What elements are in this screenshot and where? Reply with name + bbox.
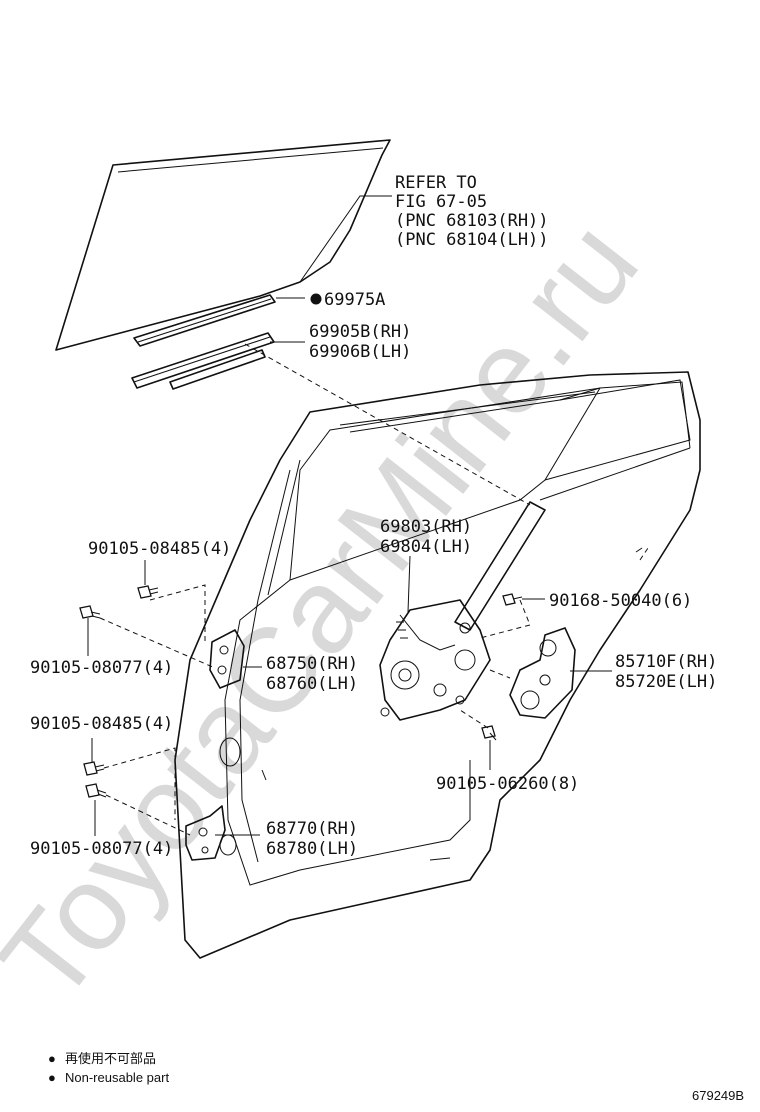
- callout-labels: REFER TO FIG 67-05 (PNC 68103(RH)) (PNC …: [30, 173, 717, 859]
- door-glass: [55, 139, 391, 351]
- non-reusable-marker: [310, 293, 322, 305]
- bolt-motor: [481, 725, 497, 741]
- legend-japanese: 再使用不可部品: [65, 1051, 156, 1066]
- label-upper-hinge-lh: 68760(LH): [266, 674, 358, 694]
- label-bolt-upper-hinge-top: 90105-08485(4): [88, 539, 231, 559]
- bolt-lower-hinge-bottom: [85, 783, 107, 798]
- label-bolt-lower-hinge-top: 90105-08485(4): [30, 714, 173, 734]
- bolt-lower-hinge-top: [83, 761, 105, 776]
- legend-english: Non-reusable part: [65, 1070, 169, 1085]
- label-run-channel-lh: 69906B(LH): [309, 342, 411, 362]
- refer-note-line4: (PNC 68104(LH)): [395, 230, 549, 250]
- label-regulator-rh: 69803(RH): [380, 517, 472, 537]
- upper-door-hinge: [209, 629, 245, 689]
- label-lower-hinge-rh: 68770(RH): [266, 819, 358, 839]
- label-bolt-motor: 90105-06260(8): [436, 774, 579, 794]
- label-motor-rh: 85710F(RH): [615, 652, 717, 672]
- label-bolt-lower-hinge-bottom: 90105-08077(4): [30, 839, 173, 859]
- label-bolt-upper-hinge-bottom: 90105-08077(4): [30, 658, 173, 678]
- refer-note-line3: (PNC 68103(RH)): [395, 211, 549, 231]
- label-upper-hinge-rh: 68750(RH): [266, 654, 358, 674]
- figure-id: 679249B: [692, 1088, 744, 1103]
- rear-door-panel: [174, 371, 701, 959]
- bolt-upper-hinge-bottom: [79, 605, 101, 619]
- label-weatherstrip: 69975A: [324, 290, 385, 310]
- leader-lines: [87, 195, 612, 836]
- label-regulator-lh: 69804(LH): [380, 537, 472, 557]
- label-lower-hinge-lh: 68780(LH): [266, 839, 358, 859]
- assembly-lines: [99, 343, 531, 836]
- legend: ● 再使用不可部品 ● Non-reusable part: [48, 1051, 169, 1085]
- label-bolt-regulator: 90168-50040(6): [549, 591, 692, 611]
- lower-door-hinge: [185, 805, 226, 861]
- refer-note-line2: FIG 67-05: [395, 192, 487, 212]
- bolt-upper-hinge-top: [137, 585, 159, 599]
- label-motor-lh: 85720E(LH): [615, 672, 717, 692]
- window-regulator: [379, 501, 546, 721]
- window-regulator-motor: [509, 627, 576, 719]
- bolt-regulator: [502, 593, 523, 606]
- legend-bullet-en: ●: [48, 1070, 56, 1085]
- legend-bullet-jp: ●: [48, 1051, 56, 1066]
- label-run-channel-rh: 69905B(RH): [309, 322, 411, 342]
- refer-note-line1: REFER TO: [395, 173, 477, 193]
- outer-weatherstrip: [133, 294, 276, 347]
